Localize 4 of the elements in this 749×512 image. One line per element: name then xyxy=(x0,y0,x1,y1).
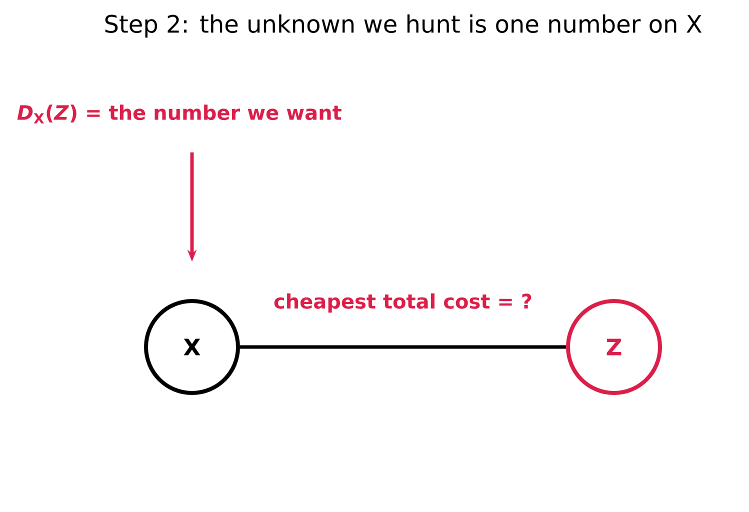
connector-line xyxy=(240,345,566,349)
title: Step 2: the unknown we hunt is one number on X xyxy=(105,14,702,38)
edge-label: cheapest total cost = ? xyxy=(272,292,534,314)
annotation-text: D$_{X}$(Z) = the number we want xyxy=(17,104,342,124)
